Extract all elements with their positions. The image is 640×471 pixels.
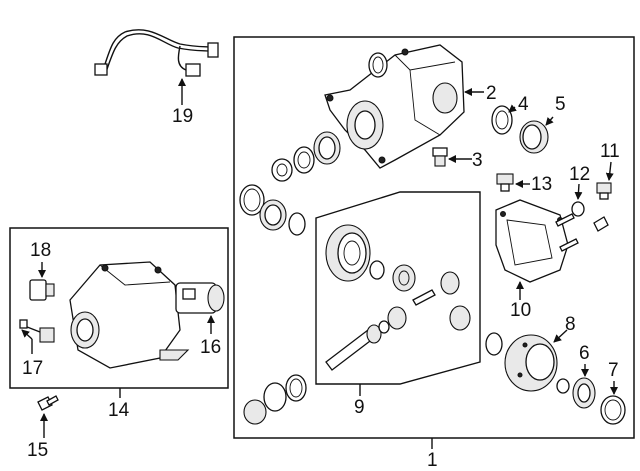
fill-plug-part	[496, 173, 514, 192]
vent-plug-part	[596, 182, 612, 200]
pinion-small-washer	[378, 320, 390, 334]
seal-part-7	[600, 395, 626, 425]
pinion-washer-a	[293, 146, 315, 174]
callout-19: 19	[172, 106, 193, 127]
callout-14: 14	[108, 400, 130, 421]
ring-gear-part	[325, 224, 371, 282]
wiring-harness-part	[94, 29, 219, 77]
case-oring	[485, 332, 503, 356]
callout-17: 17	[22, 358, 43, 379]
actuator-part	[175, 282, 225, 314]
seal-ring-top	[368, 52, 388, 78]
bearing-part-6	[572, 377, 596, 409]
washer-part-12	[571, 201, 585, 217]
side-gear-b	[440, 271, 460, 295]
callout-6: 6	[579, 343, 590, 364]
case-small-ring	[556, 378, 570, 394]
assembly-box-carrier	[9, 227, 229, 389]
spider-gear-a	[387, 306, 407, 330]
callout-2: 2	[486, 83, 497, 104]
differential-case-part	[504, 334, 558, 392]
cap-part-5	[519, 120, 549, 154]
callout-1: 1	[427, 450, 438, 471]
callout-12: 12	[569, 164, 590, 185]
callout-4: 4	[518, 94, 529, 115]
callout-18: 18	[30, 240, 51, 261]
leader-lines	[21, 78, 618, 449]
assembly-box-gears	[315, 191, 481, 385]
seal-part-4	[491, 105, 513, 135]
callout-9: 9	[354, 397, 365, 418]
carrier-assembly-part	[69, 261, 190, 369]
spider-gear-b	[449, 305, 471, 331]
pinion-bearing-a	[313, 131, 341, 165]
callout-5: 5	[555, 94, 566, 115]
drain-plug-part	[432, 147, 448, 167]
cover-bolt	[593, 216, 609, 232]
rear-cover-part	[495, 199, 569, 283]
side-bearing-left	[243, 374, 307, 425]
carrier-housing-part	[324, 44, 465, 169]
callout-11: 11	[600, 141, 620, 162]
side-gear-a	[392, 264, 416, 292]
callout-16: 16	[200, 337, 221, 358]
callout-8: 8	[565, 314, 576, 335]
callout-3: 3	[472, 150, 483, 171]
side-gear-washer	[369, 260, 385, 280]
assembly-box-main	[233, 36, 635, 439]
dowel-pin-pair	[555, 213, 579, 252]
pinion-shaft	[325, 324, 382, 371]
cross-pin	[412, 289, 436, 306]
sensor-part	[29, 279, 55, 301]
connector-part	[19, 319, 55, 343]
callout-7: 7	[608, 360, 619, 381]
bolt-part	[37, 395, 59, 411]
callout-15: 15	[27, 440, 48, 461]
pinion-ring-b	[239, 184, 265, 216]
callout-10: 10	[510, 300, 531, 321]
pinion-bearing-b	[259, 199, 287, 231]
pinion-spacer	[288, 212, 306, 236]
pinion-nut	[271, 158, 293, 182]
callout-13: 13	[531, 174, 552, 195]
callout-labels: 19 2 3 4 5 11 12 13 10 8 6 7 9 1 14 15 1…	[22, 83, 620, 471]
